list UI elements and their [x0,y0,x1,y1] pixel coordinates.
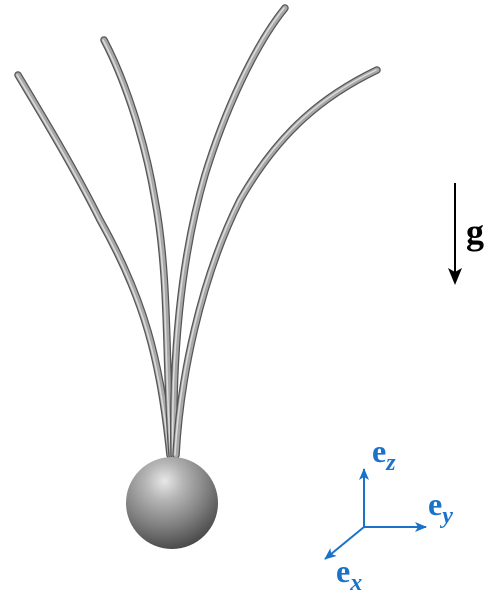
filament-2 [100,36,176,459]
gravity-label: g [466,212,484,252]
coordinate-axes [324,468,427,560]
ex-label: ex [336,553,362,596]
ez-label-sub: z [385,450,396,476]
gravity-indicator: g [448,183,484,285]
ey-label-sub: y [439,503,453,529]
ey-label: ey [428,486,453,529]
ey-label-base: e [428,486,442,522]
gravity-arrowhead [448,268,462,285]
sphere [126,457,218,549]
filament-4 [172,66,381,459]
filament-1 [14,71,174,459]
ex-axis [324,526,365,560]
filaments-group [14,4,381,459]
ex-label-base: e [336,553,350,589]
ez-label: ez [372,433,396,476]
ex-label-sub: x [349,570,362,596]
ez-label-base: e [372,433,386,469]
filament-3 [169,4,289,459]
